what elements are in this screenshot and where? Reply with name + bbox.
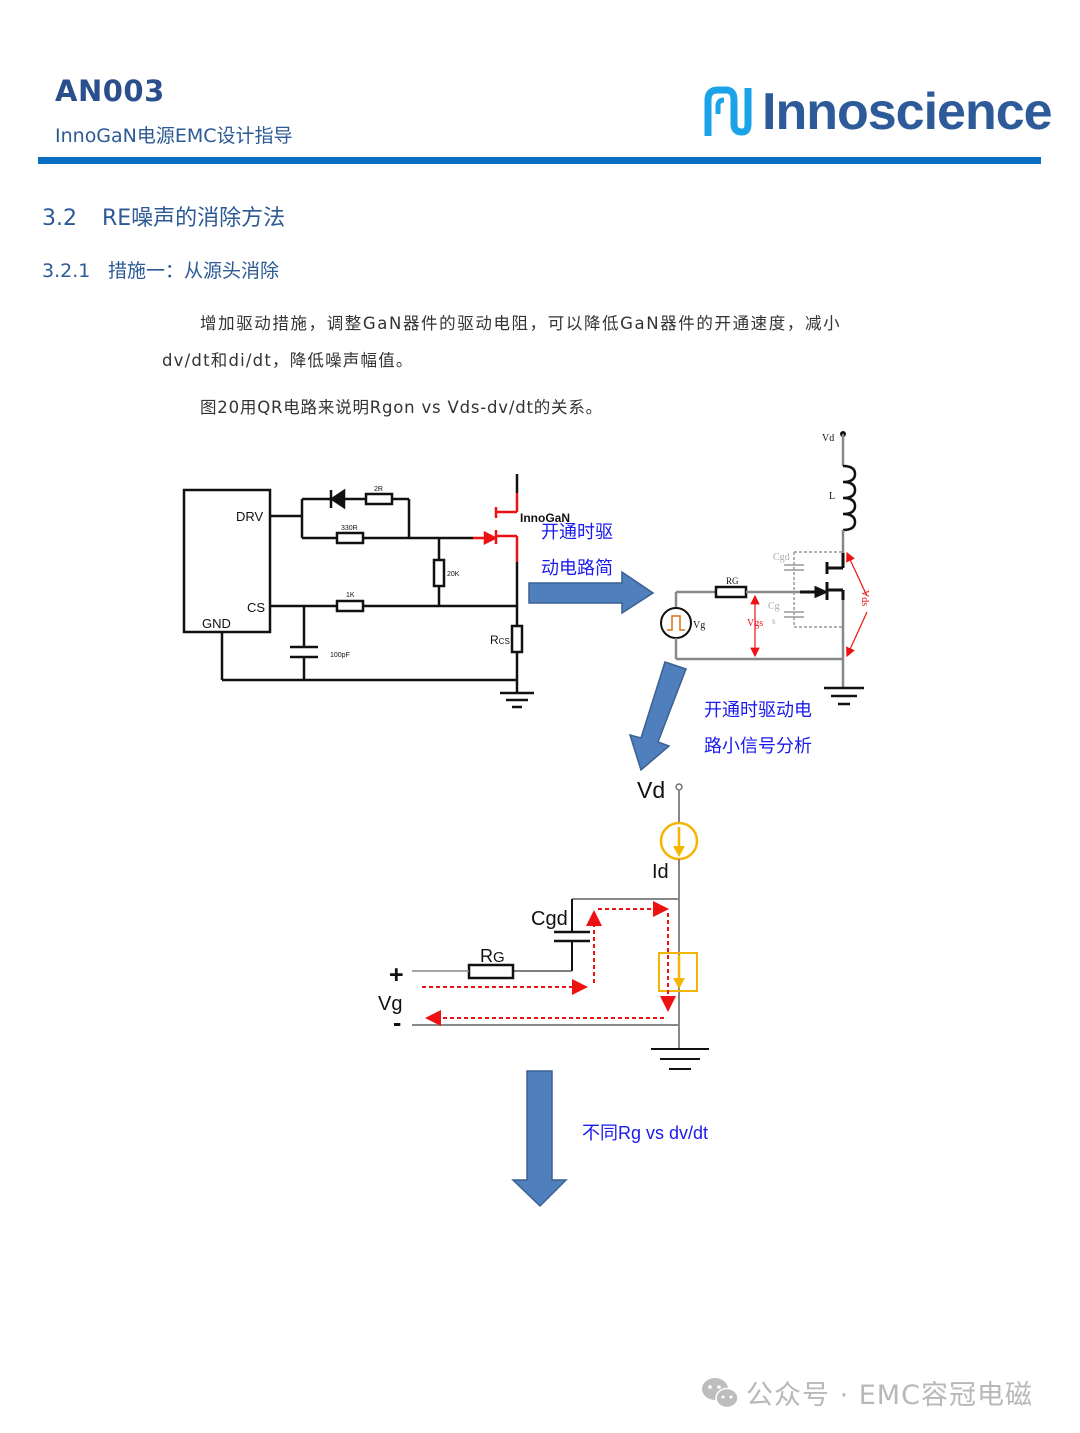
section-title: RE噪声的消除方法 — [102, 206, 286, 231]
label-innogan: InnoGaN — [520, 511, 570, 525]
small-signal-circuit — [412, 783, 709, 1070]
label-330r: 330R — [341, 525, 358, 532]
arrow-right — [528, 570, 655, 615]
document-id: AN003 — [55, 74, 165, 108]
label-vds: Vds — [859, 590, 870, 606]
watermark-text: 公众号 · EMC容冠电磁 — [746, 1380, 1033, 1411]
label-cgs: Cg — [768, 601, 780, 612]
vg-source — [660, 607, 692, 639]
pin-label-cs: CS — [247, 600, 265, 615]
paragraph-line: dv/dt和di/dt，降低噪声幅值。 — [162, 351, 414, 370]
label-rg: RG — [726, 576, 739, 586]
label-plus: + — [389, 961, 404, 989]
arrow1-note-line1: 开通时驱 — [541, 522, 613, 542]
label-cgs-sub: s — [772, 616, 776, 626]
rg-resistor — [467, 963, 515, 980]
arrow2-note-line1: 开通时驱动电 — [704, 700, 812, 720]
label-l: L — [829, 491, 835, 502]
paragraph-line: 图20用QR电路来说明Rgon vs Vds-dv/dt的关系。 — [200, 398, 603, 417]
gan-transistor — [473, 493, 519, 562]
document-subtitle: InnoGaN电源EMC设计指导 — [55, 125, 293, 147]
label-id: Id — [652, 861, 669, 883]
label-minus: - — [393, 1009, 401, 1037]
inductor — [842, 464, 857, 532]
paragraph-line: 增加驱动措施，调整GaN器件的驱动电阻，可以降低GaN器件的开通速度，减小 — [200, 314, 842, 333]
vd-terminal — [675, 783, 683, 791]
innoscience-logo-icon — [704, 86, 752, 136]
company-logo: Innoscience — [704, 82, 1053, 142]
label-1k: 1K — [346, 592, 355, 599]
resistor-1k — [335, 599, 365, 613]
subsection-number: 3.2.1 — [42, 260, 91, 282]
pin-label-gnd: GND — [202, 616, 231, 631]
label-vgs: Vgs — [747, 618, 763, 629]
header-divider — [38, 157, 1041, 164]
simplified-circuit — [660, 431, 868, 706]
arrow-down — [511, 1070, 568, 1208]
label-vd: Vd — [822, 433, 834, 444]
driver-circuit — [182, 474, 534, 709]
driver-circuit-labels: DRV CS GND 2R 330R 20K 1K 100pF RCS Inno… — [202, 486, 570, 659]
section-heading: 3.2 RE噪声的消除方法 — [42, 200, 285, 232]
driver-ic — [182, 488, 272, 634]
resistor-330r — [335, 531, 365, 545]
resistor-2r — [364, 492, 394, 506]
label-2r: 2R — [374, 486, 383, 493]
gan-transistor-simplified — [800, 553, 845, 600]
wechat-icon — [702, 1377, 739, 1408]
figure-20: DRV CS GND 2R 330R 20K 1K 100pF RCS Inno… — [182, 431, 870, 1208]
label-cgd: Cgd — [531, 908, 568, 930]
section-number: 3.2 — [42, 206, 77, 231]
rg-resistor — [714, 585, 748, 599]
label-20k: 20K — [447, 571, 460, 578]
watermark: 公众号 · EMC容冠电磁 — [700, 1373, 1033, 1412]
subsection-heading: 3.2.1 措施一：从源头消除 — [42, 256, 279, 283]
vds-indicator — [846, 551, 868, 597]
label-vg: Vg — [693, 620, 705, 631]
arrow2-note-line2: 路小信号分析 — [704, 736, 812, 756]
simplified-circuit-labels: Vd L RG Vg Vgs Cgd Cg s Vds — [693, 433, 870, 631]
label-vg: Vg — [378, 993, 402, 1015]
arrow3-note: 不同Rg vs dv/dt — [582, 1123, 708, 1143]
subsection-title: 措施一：从源头消除 — [108, 260, 280, 282]
arrow1-note-line2: 动电路简 — [541, 558, 613, 578]
label-rg: RG — [480, 946, 505, 966]
label-100pf: 100pF — [330, 652, 350, 659]
pin-label-drv: DRV — [236, 509, 264, 524]
label-cgd: Cgd — [773, 552, 790, 563]
transistor-channel-source — [658, 952, 698, 992]
label-rcs: RCS — [490, 633, 510, 647]
diode — [329, 488, 366, 510]
resistor-20k — [432, 558, 446, 588]
small-signal-labels: Vd Id Cgd RG + Vg - — [378, 777, 669, 1037]
resistor-rcs — [510, 624, 524, 654]
label-vd: Vd — [637, 777, 665, 803]
current-loop-path — [422, 901, 676, 1026]
logo-wordmark: Innoscience — [762, 83, 1053, 141]
arrow-down-left — [628, 661, 687, 772]
